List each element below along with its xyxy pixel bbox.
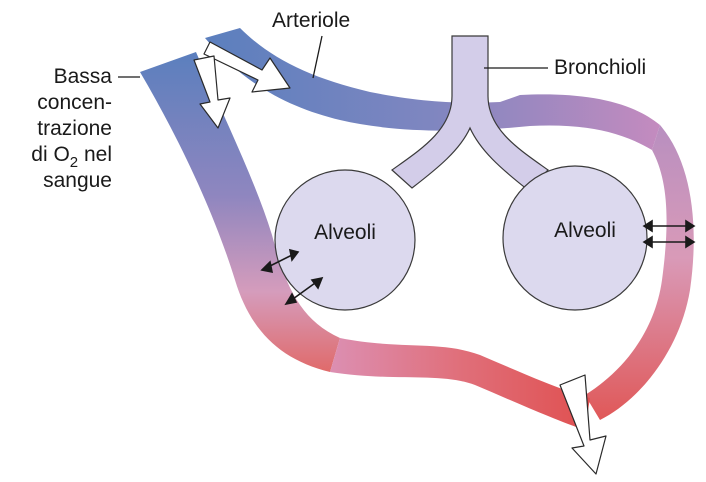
label-arteriole: Arteriole bbox=[272, 8, 350, 34]
label-o2-suffix: nel bbox=[78, 143, 112, 166]
label-alveoli-left: Alveoli bbox=[305, 220, 385, 246]
label-bassa-concentrazione: Bassa concen- trazione di O2 nel sangue bbox=[31, 64, 112, 194]
label-bassa-line3: trazione bbox=[31, 116, 112, 142]
label-bassa-line1: Bassa bbox=[31, 64, 112, 90]
label-bassa-line5: sangue bbox=[31, 168, 112, 194]
label-o2-prefix: di O bbox=[31, 143, 70, 166]
vessel-bottom bbox=[330, 338, 590, 430]
label-bronchioli: Bronchioli bbox=[554, 55, 646, 81]
leader-arteriole bbox=[313, 36, 322, 78]
label-bassa-line2: concen- bbox=[31, 90, 112, 116]
label-alveoli-right: Alveoli bbox=[545, 218, 625, 244]
label-bassa-line4: di O2 nel bbox=[31, 142, 112, 168]
